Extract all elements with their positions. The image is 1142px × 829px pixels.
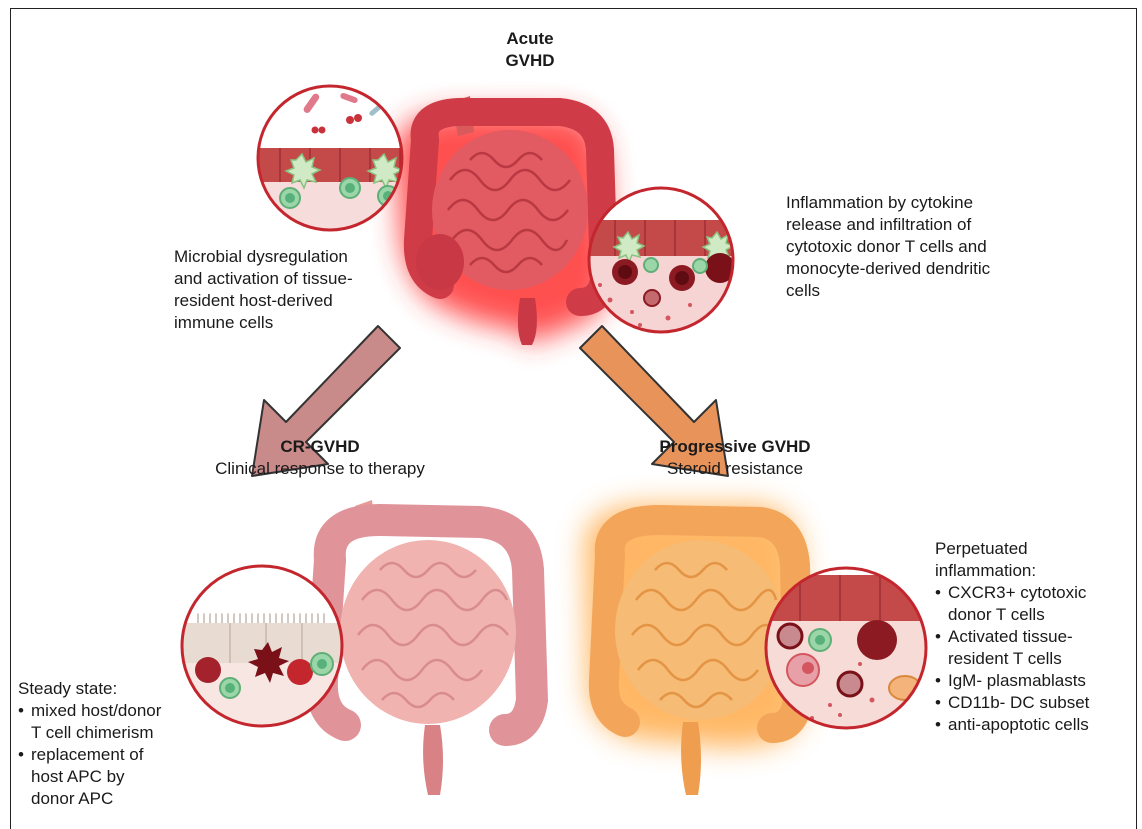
acute-inset-microbial xyxy=(250,85,410,232)
steady-state-heading: Steady state: xyxy=(18,678,193,700)
list-item: anti-apoptotic cells xyxy=(935,714,1135,736)
acute-left-note: Microbial dysregulation and activation o… xyxy=(174,246,394,334)
list-item: CD11b- DC subset xyxy=(935,692,1135,714)
cr-gvhd-label: CR-GVHD Clinical response to therapy xyxy=(190,436,450,480)
list-item: IgM- plasmablasts xyxy=(935,670,1135,692)
cr-intestine xyxy=(322,500,532,795)
steady-state-note: Steady state: mixed host/donor T cell ch… xyxy=(18,678,193,810)
acute-right-note: Inflammation by cytokine release and inf… xyxy=(786,192,1036,302)
cr-gvhd-title: CR-GVHD xyxy=(190,436,450,458)
list-item: mixed host/donor T cell chimerism xyxy=(18,700,193,744)
progressive-gvhd-title: Progressive GVHD xyxy=(610,436,860,458)
list-item: replacement of host APC by donor APC xyxy=(18,744,193,810)
perpetuated-list: CXCR3+ cytotoxic donor T cells Activated… xyxy=(935,582,1135,736)
perpetuated-heading: Perpetuated inflammation: xyxy=(935,538,1135,582)
acute-intestine xyxy=(395,96,612,345)
cr-gvhd-subtitle: Clinical response to therapy xyxy=(190,458,450,480)
list-item: CXCR3+ cytotoxic donor T cells xyxy=(935,582,1135,626)
list-item: Activated tissue- resident T cells xyxy=(935,626,1135,670)
perpetuated-inflammation-note: Perpetuated inflammation: CXCR3+ cytotox… xyxy=(935,538,1135,736)
steady-state-list: mixed host/donor T cell chimerism replac… xyxy=(18,700,193,810)
progressive-gvhd-subtitle: Steroid resistance xyxy=(610,458,860,480)
acute-gvhd-title: Acute GVHD xyxy=(470,28,590,72)
progressive-gvhd-label: Progressive GVHD Steroid resistance xyxy=(610,436,860,480)
